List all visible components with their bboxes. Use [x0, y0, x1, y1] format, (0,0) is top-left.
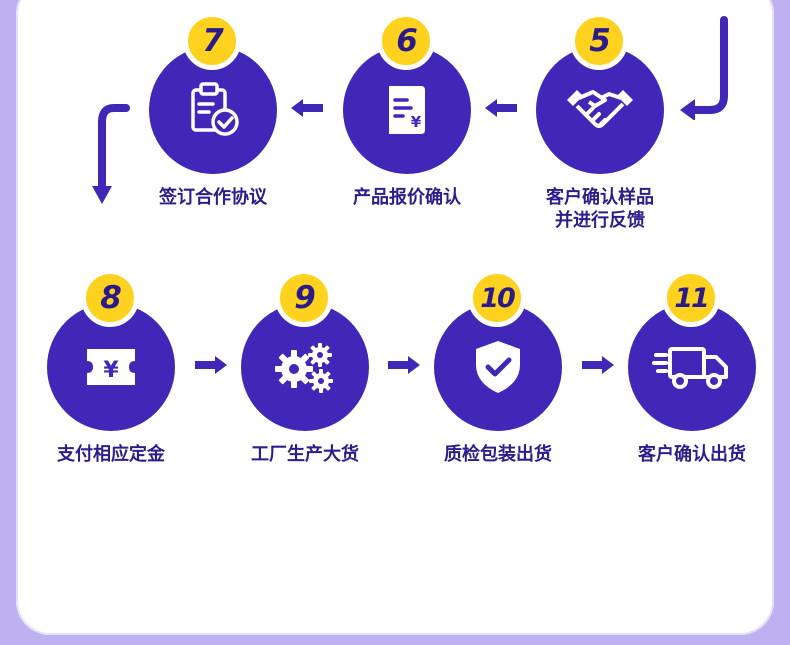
step-5-label-line1: 客户确认样品	[546, 187, 654, 208]
step-6-label: 产品报价确认	[353, 187, 461, 208]
quote-document-icon: ¥	[375, 78, 439, 142]
step-11-circle	[628, 303, 756, 431]
down-arrow-icon	[92, 104, 130, 204]
step-7: 7	[149, 12, 277, 174]
step-8: ¥ 8	[47, 269, 175, 431]
step-5-label-line2: 并进行反馈	[555, 210, 645, 231]
step-9-label: 工厂生产大货	[251, 444, 359, 465]
arrow-left-icon	[291, 99, 323, 117]
arrow-left-icon	[485, 99, 517, 117]
delivery-truck-icon	[652, 335, 732, 399]
svg-text:¥: ¥	[411, 113, 422, 131]
step-9-number: 9	[275, 269, 333, 327]
arrow-right-icon	[388, 356, 420, 374]
return-arrow-icon	[680, 16, 728, 120]
step-8-number: 8	[81, 269, 139, 327]
step-11-number: 11	[662, 269, 720, 327]
step-5-label: 客户确认样品 并进行反馈	[510, 186, 690, 232]
step-7-number: 7	[183, 12, 241, 70]
step-9: 9	[241, 269, 369, 431]
svg-text:¥: ¥	[103, 358, 119, 383]
step-5-number: 5	[570, 12, 628, 70]
step-10-number: 10	[468, 269, 526, 327]
step-8-label: 支付相应定金	[57, 444, 165, 465]
clipboard-check-icon	[181, 78, 245, 142]
step-7-label: 签订合作协议	[159, 187, 267, 208]
step-11-label: 客户确认出货	[638, 444, 746, 465]
arrow-right-icon	[582, 356, 614, 374]
step-10: 10	[434, 269, 562, 431]
shield-check-icon	[466, 335, 530, 399]
handshake-icon	[565, 78, 635, 142]
step-6: ¥ 6	[343, 12, 471, 174]
yen-ticket-icon: ¥	[79, 335, 143, 399]
step-6-number: 6	[377, 12, 435, 70]
gears-icon	[270, 335, 340, 399]
step-11: 11	[628, 269, 756, 431]
step-10-label: 质检包装出货	[444, 444, 552, 465]
arrow-right-icon	[195, 356, 227, 374]
step-5: 5	[536, 12, 664, 174]
